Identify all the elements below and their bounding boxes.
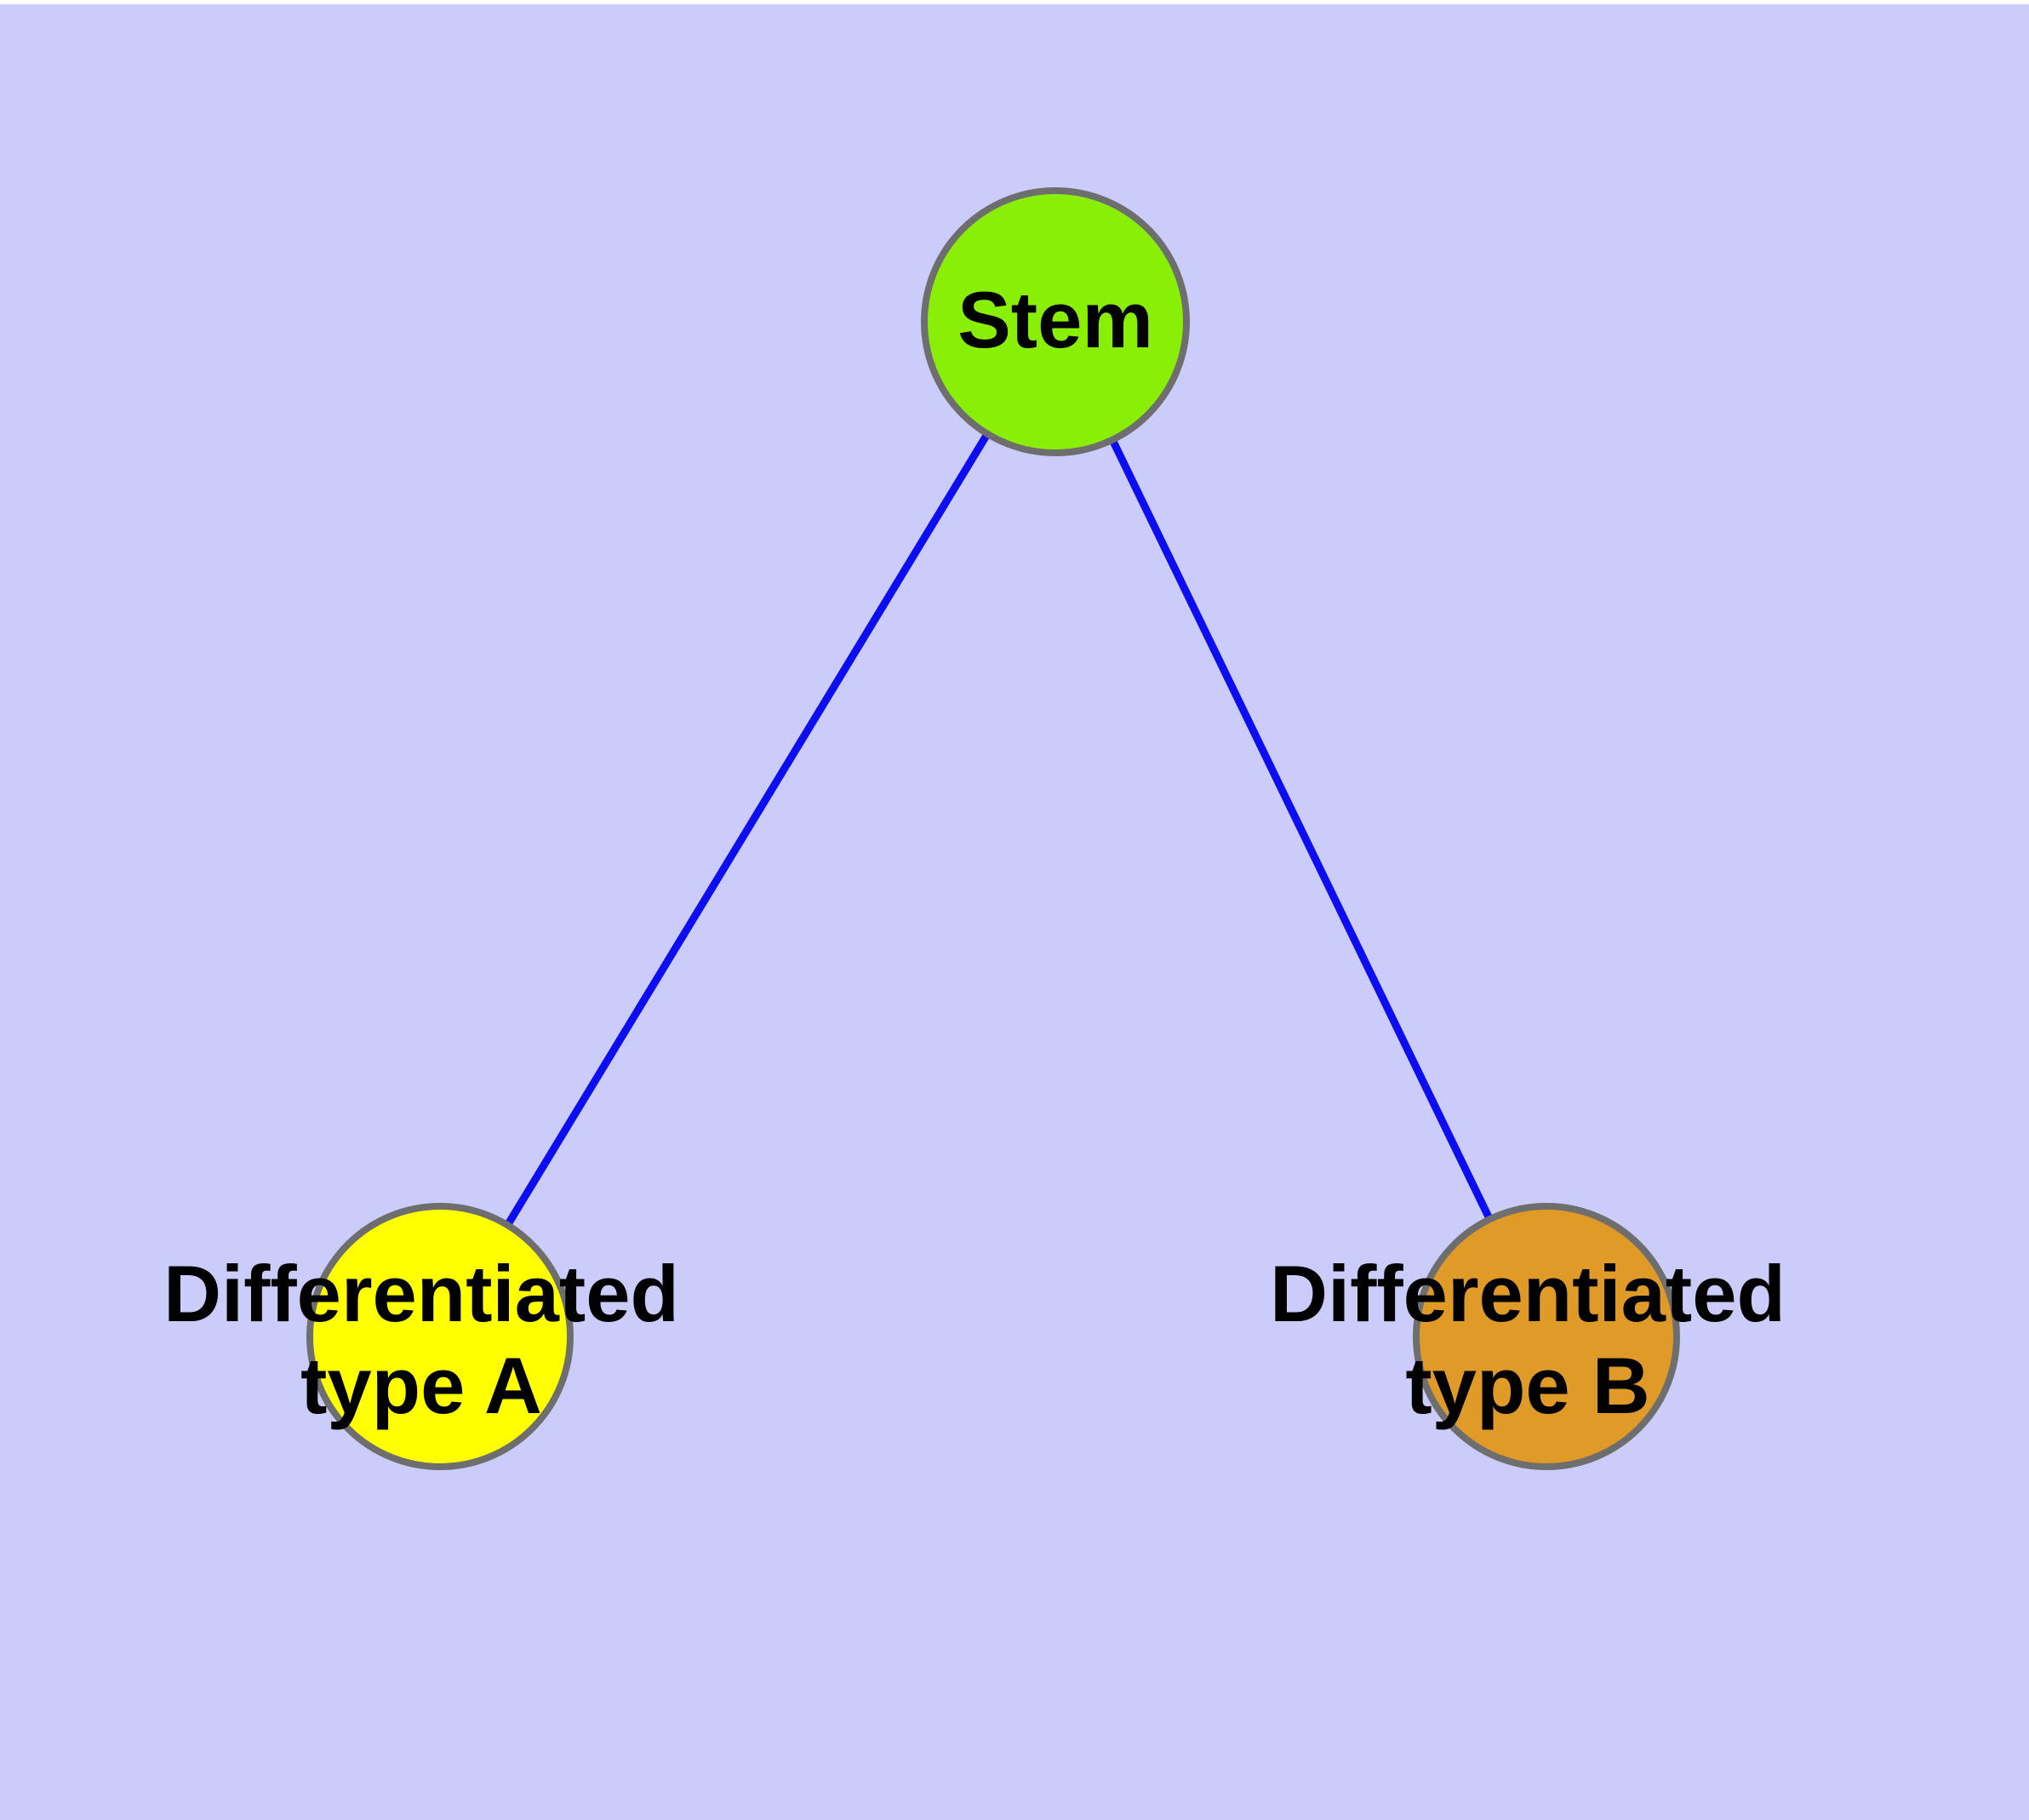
node-differentiated-type-a-label-line1: Differentiated [163,1249,679,1338]
diagram-canvas: Stem Differentiated type A Differentiate… [0,4,2029,1820]
label-layer: Stem Differentiated type A Differentiate… [163,275,1786,1430]
node-differentiated-type-a-label-line2: type A [300,1341,542,1430]
node-differentiated-type-b-label-line2: type B [1405,1341,1649,1430]
edge-layer [437,319,1551,1339]
edge-stem-to-differentiated-type-a[interactable] [437,319,1059,1339]
edge-stem-to-differentiated-type-b[interactable] [1051,320,1551,1338]
node-differentiated-type-b-circle[interactable] [1413,1203,1680,1470]
node-stem-circle[interactable] [921,187,1190,456]
node-link-graph: Stem Differentiated type A Differentiate… [163,187,1786,1470]
node-layer [306,187,1680,1470]
node-differentiated-type-b-label-line1: Differentiated [1270,1249,1786,1338]
node-stem-label: Stem [957,275,1153,364]
node-differentiated-type-a-circle[interactable] [306,1203,574,1470]
